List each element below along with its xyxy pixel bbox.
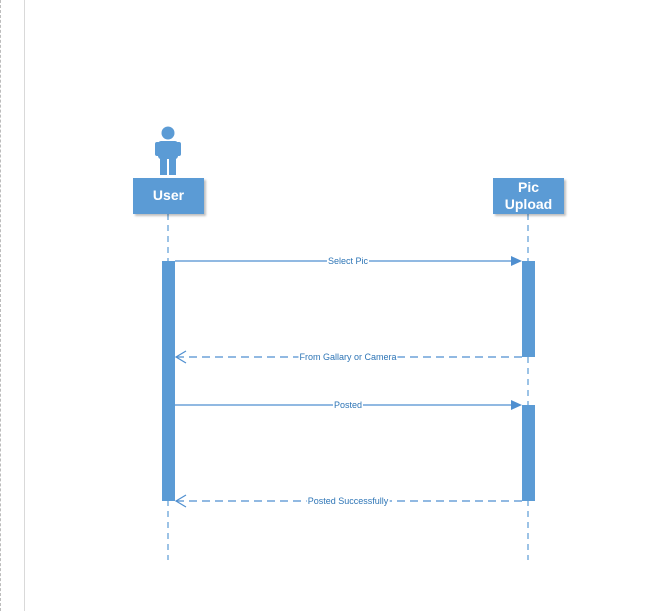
upload-activation-bar-2 [522, 405, 535, 501]
message-label-posted-successfully: Posted Successfully [306, 496, 390, 506]
lifeline-user-box: User [133, 178, 204, 214]
upload-activation-bar-1 [522, 261, 535, 357]
lifeline-user-label: User [152, 187, 185, 204]
message-label-from-gallery: From Gallary or Camera [298, 352, 398, 362]
actor-user-icon [155, 126, 181, 175]
message-label-posted: Posted [332, 400, 364, 410]
lifeline-pic-upload-box: Pic Upload [493, 178, 564, 214]
user-activation-bar [162, 261, 175, 501]
message-label-select-pic: Select Pic [326, 256, 370, 266]
lifeline-pic-upload-label: Pic Upload [504, 178, 553, 213]
page-margin [0, 0, 25, 611]
